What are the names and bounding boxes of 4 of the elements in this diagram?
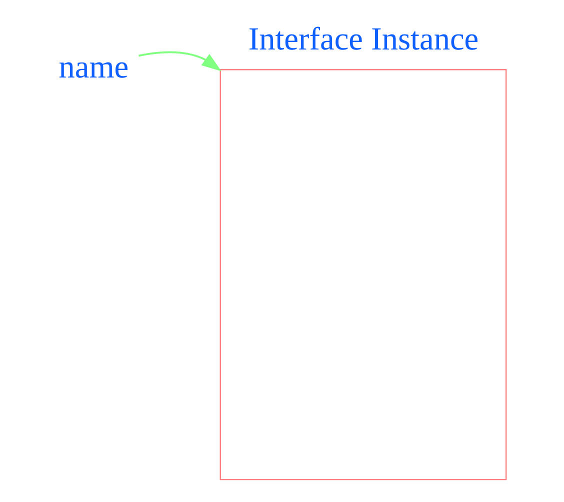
node-box xyxy=(219,69,506,480)
node-label: Interface Instance xyxy=(248,20,478,57)
node-text: name xyxy=(58,48,128,84)
arrow xyxy=(138,51,221,72)
